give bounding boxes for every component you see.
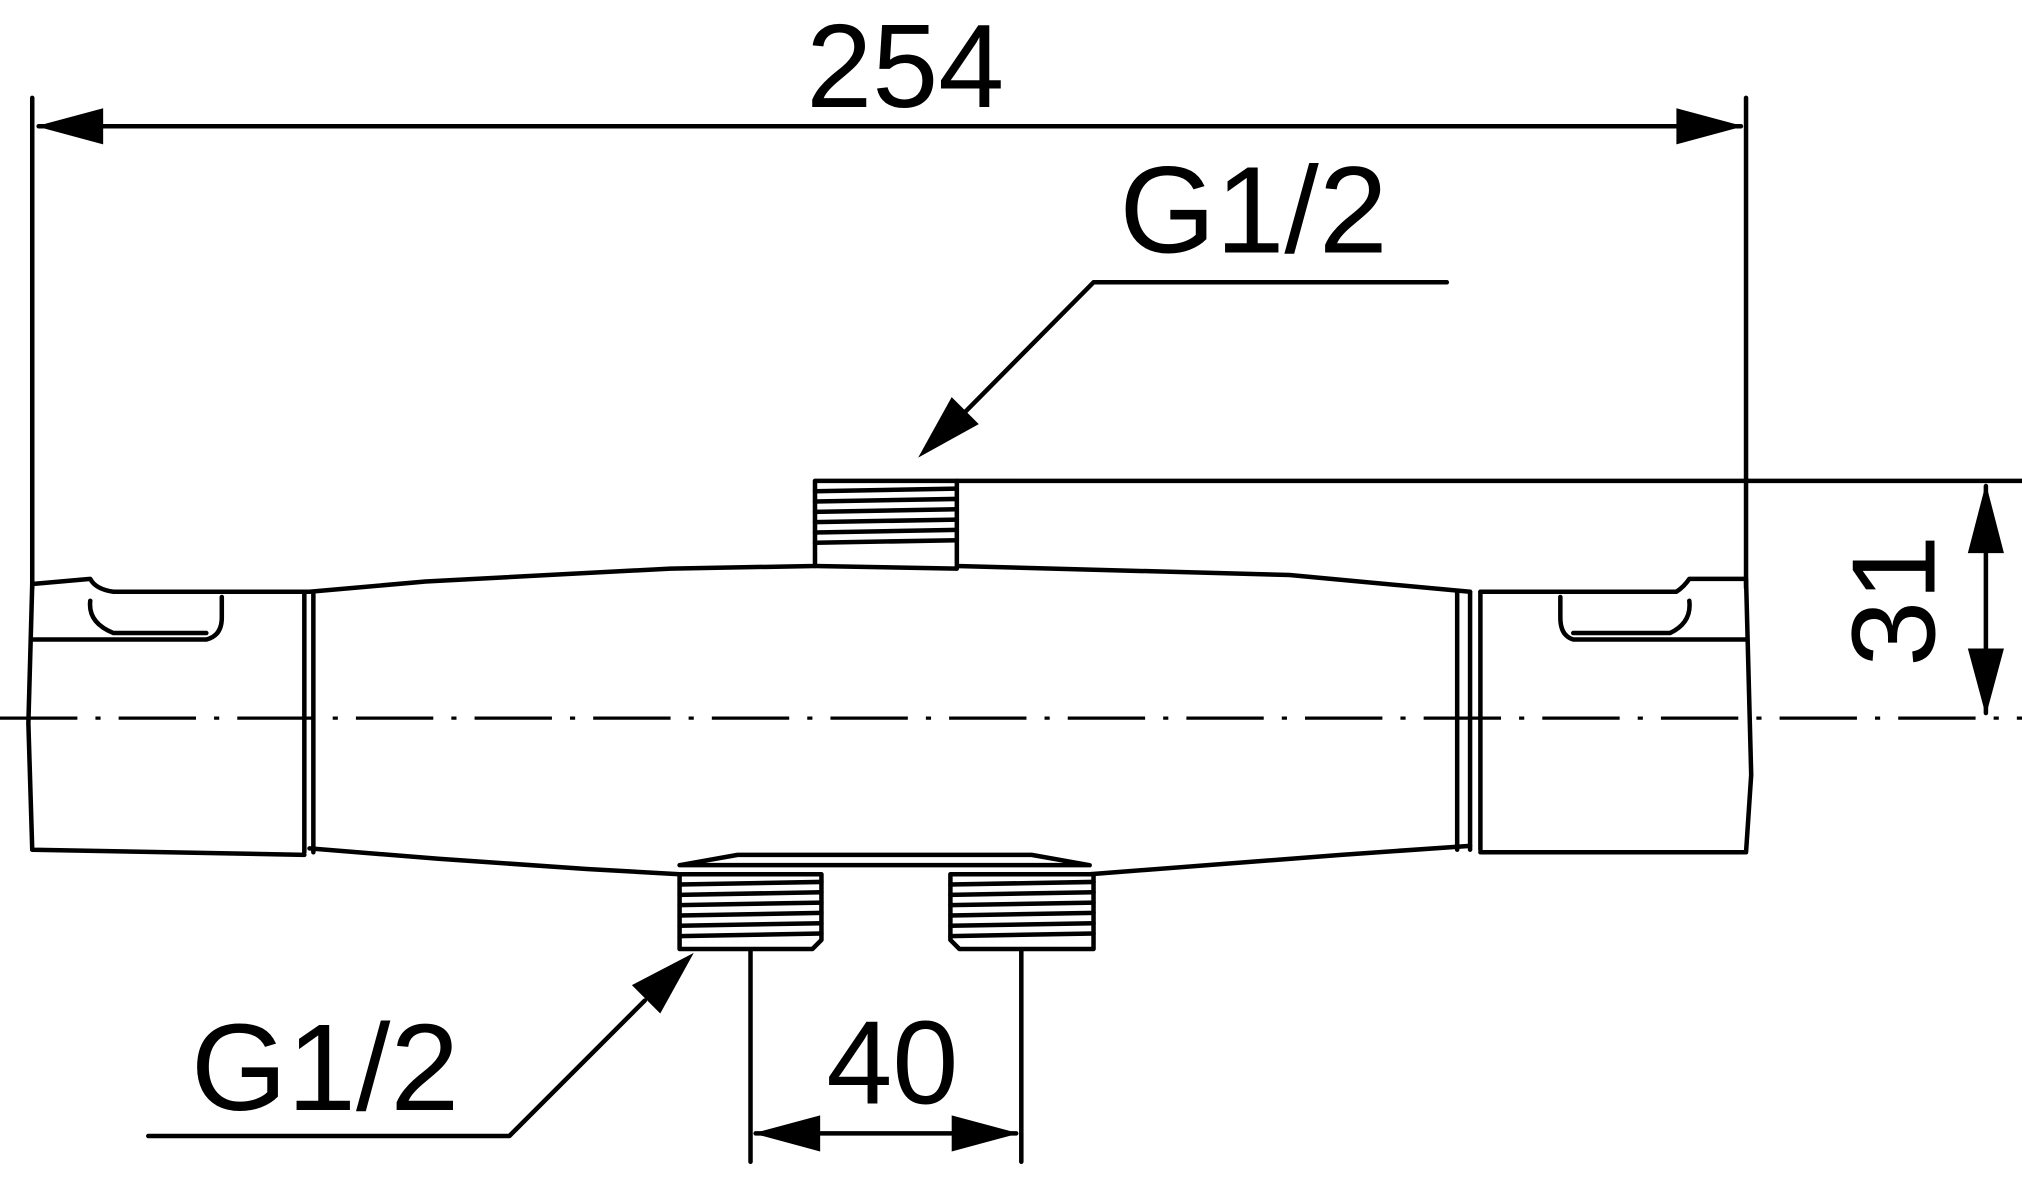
bottom-inlet-right	[948, 871, 1096, 952]
dimension-label-254: 254	[806, 1, 1004, 133]
leader-top-outlet: G1/2	[918, 142, 1450, 458]
thermostat-body	[26, 478, 1754, 952]
leader-line	[146, 998, 648, 1139]
arrowhead-bottom	[1967, 648, 2004, 716]
dimension-40: 40	[748, 949, 1024, 1165]
arrowhead-right	[1676, 108, 1744, 145]
bottom-inlet-left	[677, 871, 824, 952]
arrowhead-left	[36, 108, 104, 145]
arrowhead-top	[1967, 483, 2004, 554]
body-outline	[26, 478, 1754, 877]
leader-arrowhead	[918, 397, 979, 458]
arrowhead-right	[951, 1115, 1019, 1152]
bottom-bridge	[677, 852, 1092, 868]
leader-arrowhead	[631, 952, 694, 1014]
thread-label-bottom: G1/2	[191, 999, 459, 1137]
top-outlet-threads	[812, 486, 960, 571]
dimension-254: 254	[29, 1, 1749, 591]
thread-label-top: G1/2	[1119, 142, 1387, 280]
leader-bottom-inlets: G1/2	[146, 952, 694, 1139]
dimension-label-40: 40	[826, 998, 958, 1130]
right-cap-detail	[1558, 594, 1749, 642]
leader-line	[958, 280, 1450, 419]
dimension-label-31: 31	[1828, 535, 1960, 667]
left-cap-detail	[29, 594, 225, 642]
dimension-31: 31	[954, 478, 2022, 716]
arrowhead-left	[753, 1115, 821, 1152]
